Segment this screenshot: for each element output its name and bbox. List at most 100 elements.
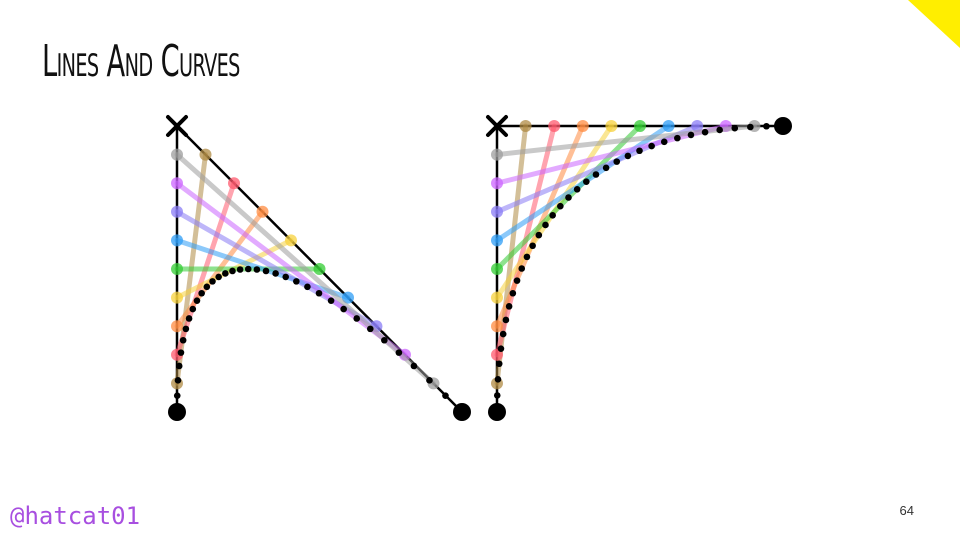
left-curve-dot [442, 392, 449, 399]
right-curve-dot [505, 303, 513, 310]
right-tangent-dot-b-5 [634, 120, 646, 132]
left-tangent-dot-a-5 [171, 263, 183, 275]
left-tangent-dot-a-4 [171, 291, 183, 304]
left-curve-dot [182, 325, 190, 333]
right-tangent-dot-b-2 [548, 120, 561, 132]
right-curve-dot [602, 164, 610, 172]
left-tangent-dot-b-6 [342, 291, 354, 304]
right-tangent-dot-a-4 [491, 291, 503, 304]
left-curve-dot [222, 270, 229, 277]
left-curve-dot [426, 377, 433, 384]
left-curve-dot [174, 377, 182, 384]
left-curve-dot [272, 270, 279, 277]
twitter-handle: @hatcat01 [10, 502, 141, 530]
right-curve-dot [613, 158, 621, 165]
right-curve-dot [535, 231, 543, 239]
right-curve-dot [636, 147, 643, 155]
left-curve-dot [353, 315, 361, 322]
left-curve-dot [327, 297, 335, 304]
right-curve-dot [731, 124, 739, 132]
left-curve-dot [203, 283, 211, 291]
right-curve-dot [565, 194, 572, 201]
right-curve-dot [660, 138, 668, 146]
right-curve-dot [747, 123, 754, 131]
left-curve-dot [185, 315, 193, 322]
corner-accent-triangle [908, 0, 960, 48]
left-curve-dot [293, 278, 300, 285]
right-curve-dot [592, 171, 600, 178]
page-number: 64 [899, 503, 914, 518]
left-curve-dot [244, 265, 252, 273]
left-curve-dot [381, 336, 388, 344]
right-tangent-dot-a-3 [491, 320, 503, 333]
right-curve-dot [583, 178, 590, 185]
right-curve-dot [687, 131, 695, 139]
right-curve-dot [497, 345, 505, 352]
right-curve-dot [549, 212, 556, 219]
right-curve-dot [499, 330, 507, 338]
right-tangent-dot-b-1 [519, 120, 532, 132]
right-curve-dot [573, 186, 581, 193]
left-curve-dot [410, 362, 418, 370]
slide-title: Lines And Curves [42, 36, 240, 87]
right-curve-dot [509, 289, 517, 297]
right-curve-dot [523, 253, 531, 261]
left-tangent-dot-b-2 [228, 177, 240, 190]
left-curve-dot [209, 278, 216, 285]
right-tangent-dot-b-3 [576, 120, 589, 132]
left-tangent-dot-b-5 [313, 263, 326, 275]
right-control-point-x-icon [486, 115, 508, 137]
left-curve-dot [177, 349, 185, 356]
right-curve-dot [557, 202, 564, 210]
right-tangent-line-9 [494, 123, 757, 158]
left-tangent-dot-a-8 [171, 177, 183, 190]
right-tangent-dot-a-6 [491, 234, 503, 247]
left-curve-dot [215, 273, 222, 281]
left-tangent-dot-a-7 [171, 205, 183, 218]
right-tangent-dot-b-4 [605, 120, 618, 132]
left-curve-dot [189, 305, 197, 313]
right-tangent-dot-a-7 [491, 205, 503, 218]
right-tangent-dot-b-7 [691, 120, 704, 132]
right-curve-dot [513, 277, 521, 284]
left-curve-dot [366, 325, 374, 333]
left-curve-dot [193, 297, 201, 304]
left-start-point [168, 403, 186, 421]
right-curve-dot [502, 316, 510, 324]
left-curve-dot [198, 289, 205, 297]
left-curve-dot [304, 283, 311, 291]
right-tangent-dot-b-6 [662, 120, 675, 132]
left-control-point-x-icon [166, 115, 188, 137]
left-tangent-line-9 [174, 152, 436, 386]
left-curve-dot [395, 349, 403, 356]
left-tangent-dot-b-1 [199, 148, 212, 161]
left-tangent-dot-b-4 [285, 234, 297, 247]
left-curve-dot [262, 267, 270, 275]
right-curve-dot [495, 360, 503, 368]
left-curve-dot [315, 289, 323, 297]
left-curve-dot [173, 392, 181, 399]
left-curve-dot [253, 266, 261, 273]
right-curve-dot [624, 152, 632, 160]
left-tangent-dot-a-9 [171, 148, 183, 161]
left-curve-dot [175, 362, 183, 370]
left-curve-dot [179, 336, 187, 344]
right-end-point [774, 117, 792, 135]
right-start-point [488, 403, 506, 421]
left-tangent-dot-a-6 [171, 234, 183, 247]
right-curve-dot [529, 242, 536, 250]
left-tangent-dot-b-3 [256, 205, 269, 218]
left-tangent-dot-a-3 [171, 320, 183, 333]
right-curve-dot [763, 122, 770, 130]
right-tangent-dot-a-5 [491, 263, 503, 275]
right-curve-dot [518, 265, 526, 272]
right-curve-dot [542, 221, 549, 229]
right-curve-dot [493, 392, 501, 399]
right-curve-dot [674, 134, 681, 142]
right-curve-dot [716, 126, 723, 134]
right-tangent-dot-a-8 [491, 177, 503, 190]
left-end-point [453, 403, 471, 421]
left-curve-dot [340, 305, 347, 313]
left-curve-dot [282, 273, 290, 281]
